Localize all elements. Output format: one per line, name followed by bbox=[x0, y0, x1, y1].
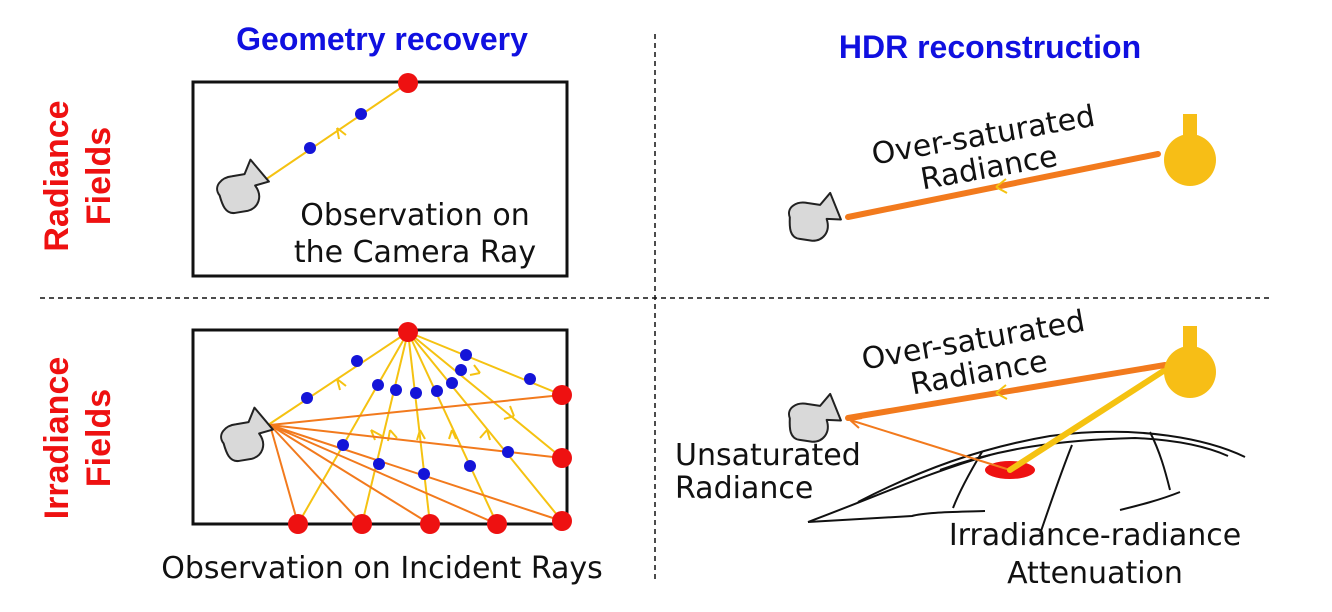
camera-rays bbox=[269, 394, 563, 525]
camera-icon bbox=[784, 190, 845, 246]
camera-ray bbox=[261, 82, 409, 183]
sample-point bbox=[304, 142, 316, 154]
label-incident-rays: Observation on Incident Rays bbox=[161, 551, 603, 586]
light-point bbox=[398, 73, 418, 93]
incident-rays bbox=[267, 331, 563, 525]
label-unsaturated-1: Unsaturated bbox=[675, 438, 861, 473]
camera-icon bbox=[209, 155, 278, 222]
row-label-irradiance: Irradiance Fields bbox=[38, 357, 118, 520]
light-point bbox=[398, 322, 418, 342]
label-camera-ray-2: the Camera Ray bbox=[294, 235, 536, 270]
light-bulb-icon bbox=[1164, 326, 1216, 398]
light-point bbox=[552, 385, 572, 405]
light-point bbox=[352, 514, 372, 534]
scene-box bbox=[191, 328, 569, 526]
label-unsaturated-2: Radiance bbox=[675, 471, 813, 506]
light-point bbox=[552, 448, 572, 468]
incident-ray-arrows bbox=[336, 364, 515, 442]
column-title-hdr: HDR reconstruction bbox=[839, 29, 1141, 65]
oversaturated-ray bbox=[845, 362, 1168, 421]
camera-icon bbox=[213, 403, 282, 470]
label-attenuation-1: Irradiance-radiance bbox=[949, 518, 1241, 553]
svg-text:Fields: Fields bbox=[80, 127, 118, 225]
sample-points bbox=[301, 349, 536, 480]
light-point bbox=[420, 514, 440, 534]
light-bulb-icon bbox=[1164, 114, 1216, 186]
surface-mesh bbox=[807, 430, 1246, 535]
light-point bbox=[487, 514, 507, 534]
panel-radiance-hdr: Over-saturated Radiance bbox=[784, 99, 1216, 246]
svg-text:Radiance: Radiance bbox=[38, 100, 76, 251]
incident-light-ray bbox=[1007, 365, 1171, 473]
panel-radiance-geometry: Observation on the Camera Ray bbox=[191, 73, 569, 278]
svg-text:Irradiance: Irradiance bbox=[38, 357, 76, 520]
light-point bbox=[552, 511, 572, 531]
unsaturated-ray bbox=[849, 419, 1011, 471]
label-camera-ray-1: Observation on bbox=[300, 198, 530, 233]
ray-arrow bbox=[995, 178, 1008, 194]
panel-irradiance-hdr: Over-saturated Radiance Unsaturated Radi… bbox=[675, 304, 1246, 591]
panel-irradiance-geometry: Observation on Incident Rays bbox=[161, 322, 603, 586]
column-title-geometry: Geometry recovery bbox=[236, 21, 528, 57]
label-attenuation-2: Attenuation bbox=[1007, 556, 1183, 591]
row-label-radiance: Radiance Fields bbox=[38, 100, 118, 251]
oversaturated-ray bbox=[845, 151, 1161, 220]
ray-arrow bbox=[336, 127, 347, 140]
sample-point bbox=[355, 108, 367, 120]
svg-text:Fields: Fields bbox=[80, 389, 118, 487]
scene-box bbox=[191, 80, 569, 278]
light-point bbox=[288, 514, 308, 534]
ray-arrow bbox=[995, 384, 1008, 400]
